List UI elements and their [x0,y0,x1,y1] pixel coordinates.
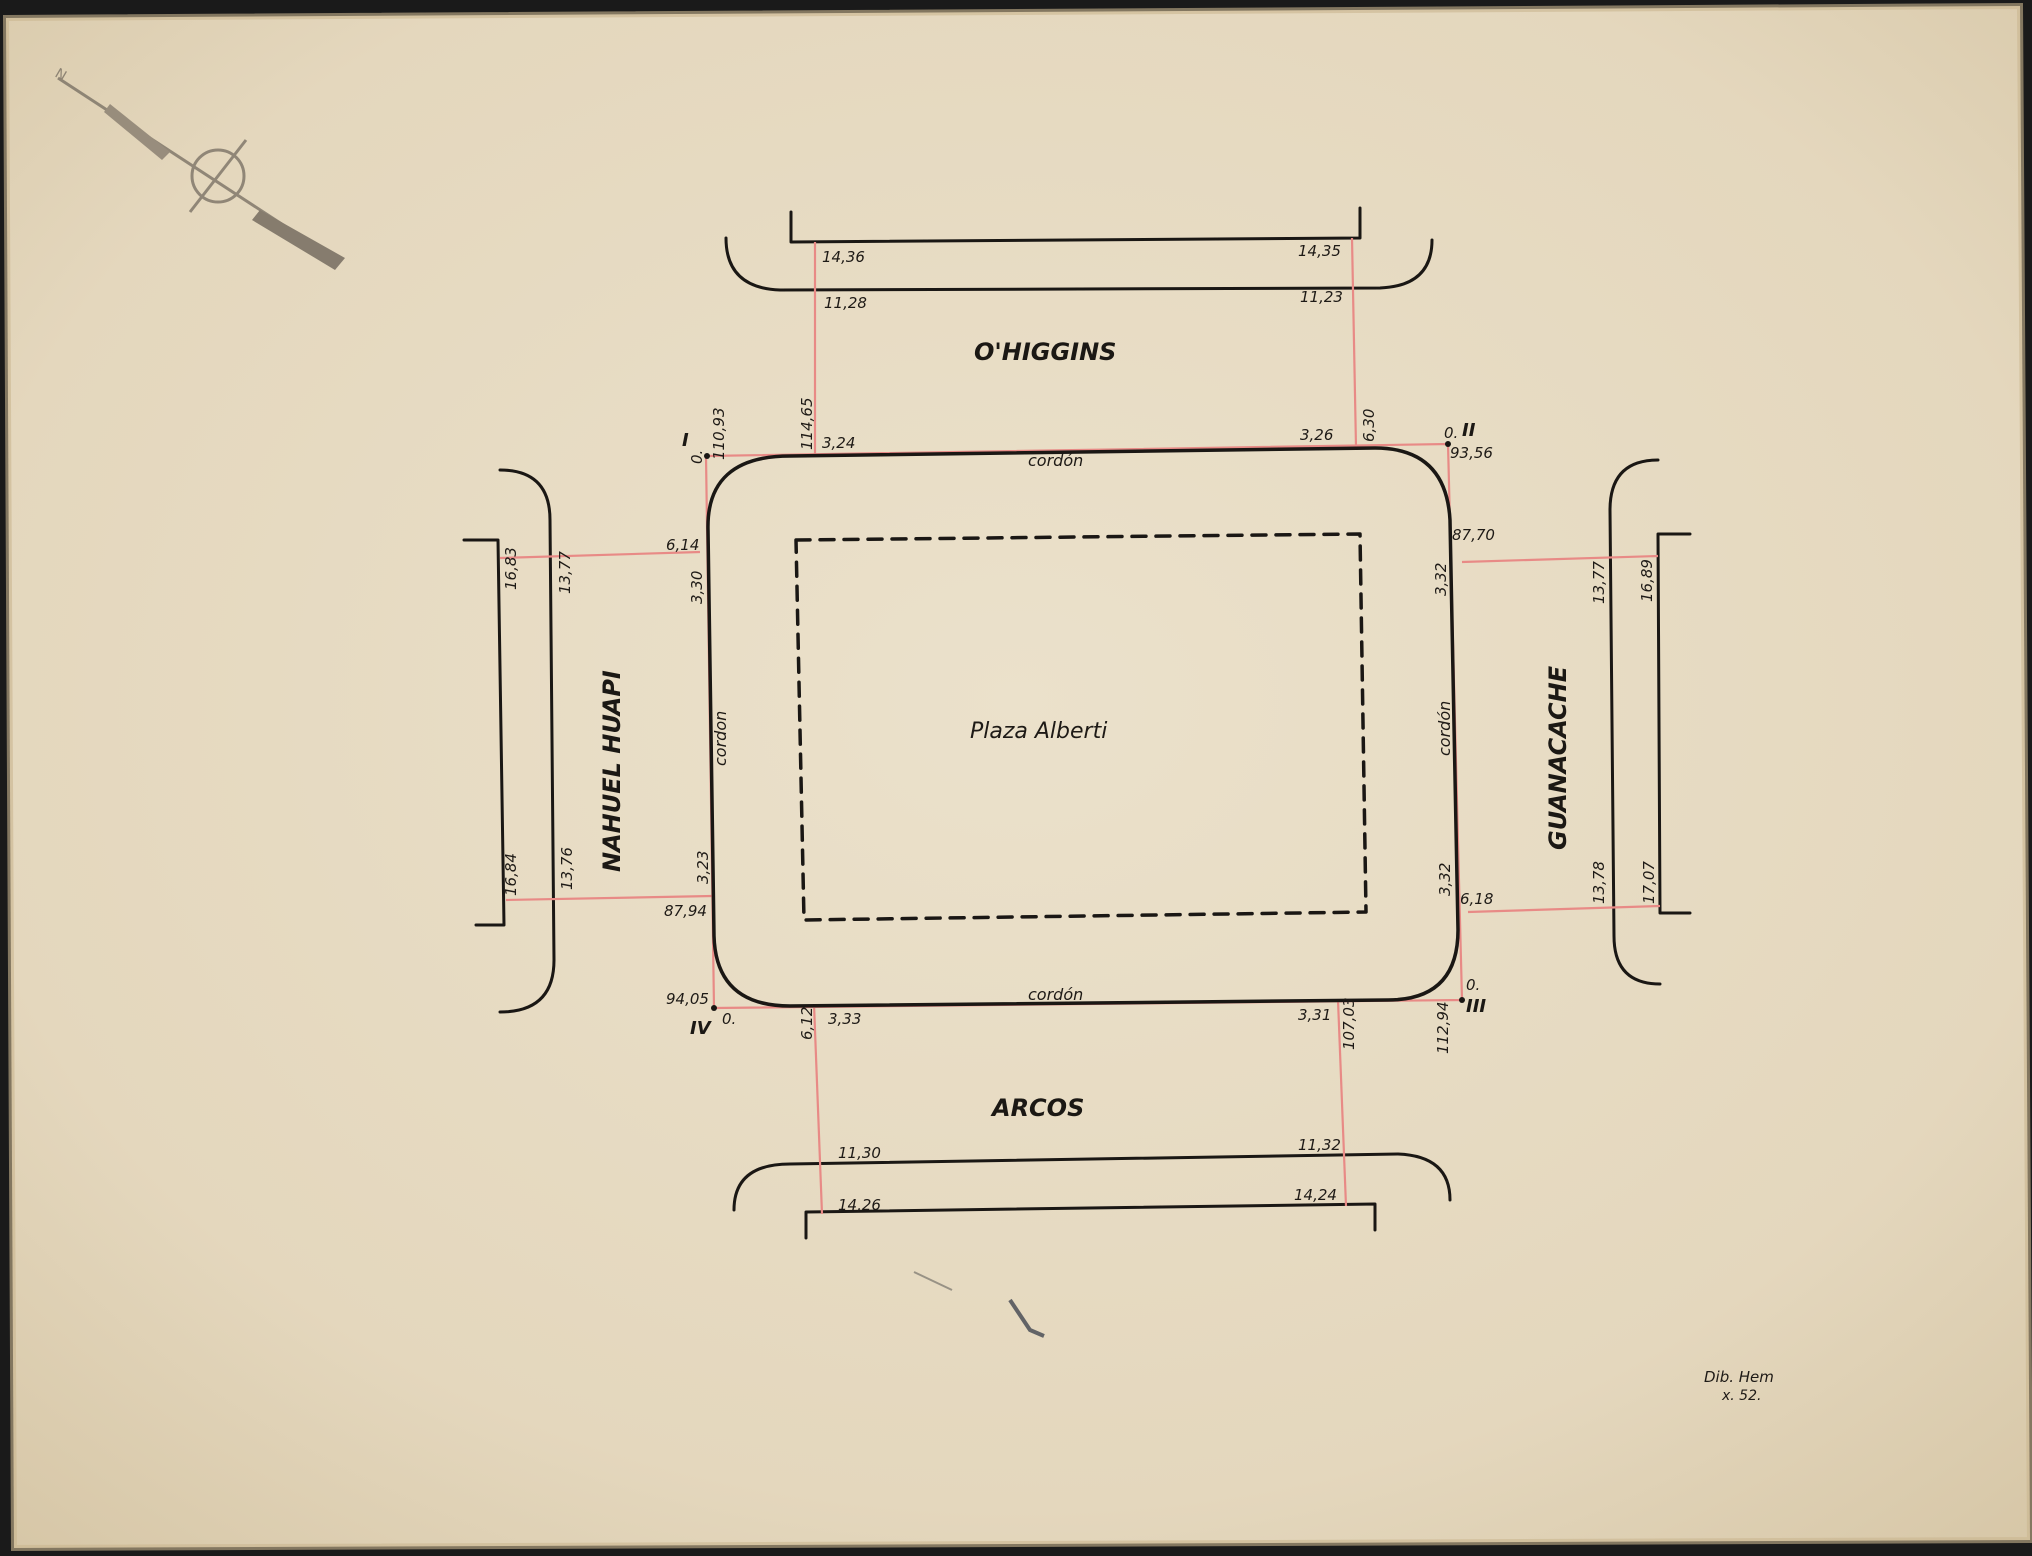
curb-label-south: cordón [1028,985,1083,1004]
street-name-north: O'HIGGINS [974,338,1116,366]
plaza-curb [706,446,1460,1008]
street-name-east: GUANACACHE [1544,665,1572,850]
svg-text:IV: IV [690,1018,713,1039]
svg-text:0.: 0. [1466,976,1480,994]
north-block [724,206,1434,456]
measure-west-curb-lower: 3,23 [694,851,712,884]
north-arrow-icon: N [52,66,345,270]
measure-north-far-right: 14,35 [1298,242,1341,260]
measure-south-far-right: 14,24 [1294,1186,1337,1204]
measure-nw-top: 114,65 [798,398,816,451]
measure-south-far-right-inner: 11,32 [1298,1136,1341,1154]
curb-label-west: cordon [711,711,730,766]
svg-text:III: III [1466,996,1486,1017]
plaza-name: Plaza Alberti [970,719,1107,744]
measure-east-curb-upper: 3,32 [1432,563,1450,596]
measure-south-left-near: 6,12 [798,1007,816,1040]
measure-west-curb-upper: 3,30 [688,571,706,604]
measure-se-corner: 112,94 [1434,1002,1452,1055]
measure-north-curb-left: 3,24 [822,434,855,452]
measure-sw-corner: 94,05 [666,990,709,1008]
curb-label-east: cordón [1435,701,1454,756]
measure-east-lower-near: 13,78 [1590,861,1608,904]
measure-west-lower-near: 13,76 [558,847,576,890]
east-block [1461,458,1692,986]
measure-north-curb-right: 3,26 [1300,426,1333,444]
ink-smudge [913,1271,953,1291]
corner-marker-se: 0. III [1459,976,1486,1017]
measure-south-far-left: 14,26 [838,1196,881,1214]
ink-smudge [1008,1298,1045,1338]
svg-text:0.: 0. [688,450,706,464]
measure-east-curb-lower: 3,32 [1436,863,1454,896]
measure-east-lower-far: 17,07 [1640,861,1658,904]
draftsman-signature: Dib. Hem [1704,1368,1774,1386]
draftsman-date: x. 52. [1721,1388,1761,1404]
street-name-west: NAHUEL HUAPI [598,670,626,872]
svg-text:II: II [1462,420,1476,441]
measure-west-lower-far: 16,84 [502,853,520,896]
svg-text:I: I [682,430,689,451]
plaza-interior-boundary [794,532,1368,922]
corner-marker-sw: IV 0. [690,1005,736,1039]
paper [6,6,2030,1548]
street-name-south: ARCOS [990,1094,1084,1122]
measure-north-near-left: 11,28 [824,294,867,312]
west-block [462,468,713,1014]
measure-east-upper-curb: 87,70 [1452,526,1495,544]
measure-east-lower-curb: 6,18 [1460,890,1493,908]
measure-south-far-left-inner: 11,30 [838,1144,881,1162]
measure-west-upper-curb: 6,14 [666,536,699,554]
corner-marker-ne: 0. II [1444,420,1476,447]
measure-east-upper-far: 16,89 [1638,559,1656,602]
svg-text:0.: 0. [722,1010,736,1028]
measure-ne-top: 6,30 [1360,409,1378,442]
measure-east-upper-near: 13,77 [1590,561,1608,604]
svg-text:0.: 0. [1444,424,1458,442]
measure-west-upper-far: 16,83 [502,547,520,590]
measure-ne-corner: 93,56 [1450,444,1493,462]
measure-nw-corner: 110,93 [710,408,728,461]
measure-north-far-left: 14,36 [822,248,865,266]
measure-south-right-near: 107,03 [1340,998,1358,1051]
measure-south-curb-right: 3,31 [1298,1006,1331,1024]
measure-north-near-right: 11,23 [1300,288,1343,306]
curb-label-north: cordón [1028,451,1083,470]
south-block [732,999,1452,1240]
measure-west-lower-curb: 87,94 [664,902,707,920]
measure-south-curb-left: 3,33 [828,1010,861,1028]
measure-west-upper-near: 13,77 [556,551,574,594]
corner-marker-nw: I 0. [682,430,710,464]
